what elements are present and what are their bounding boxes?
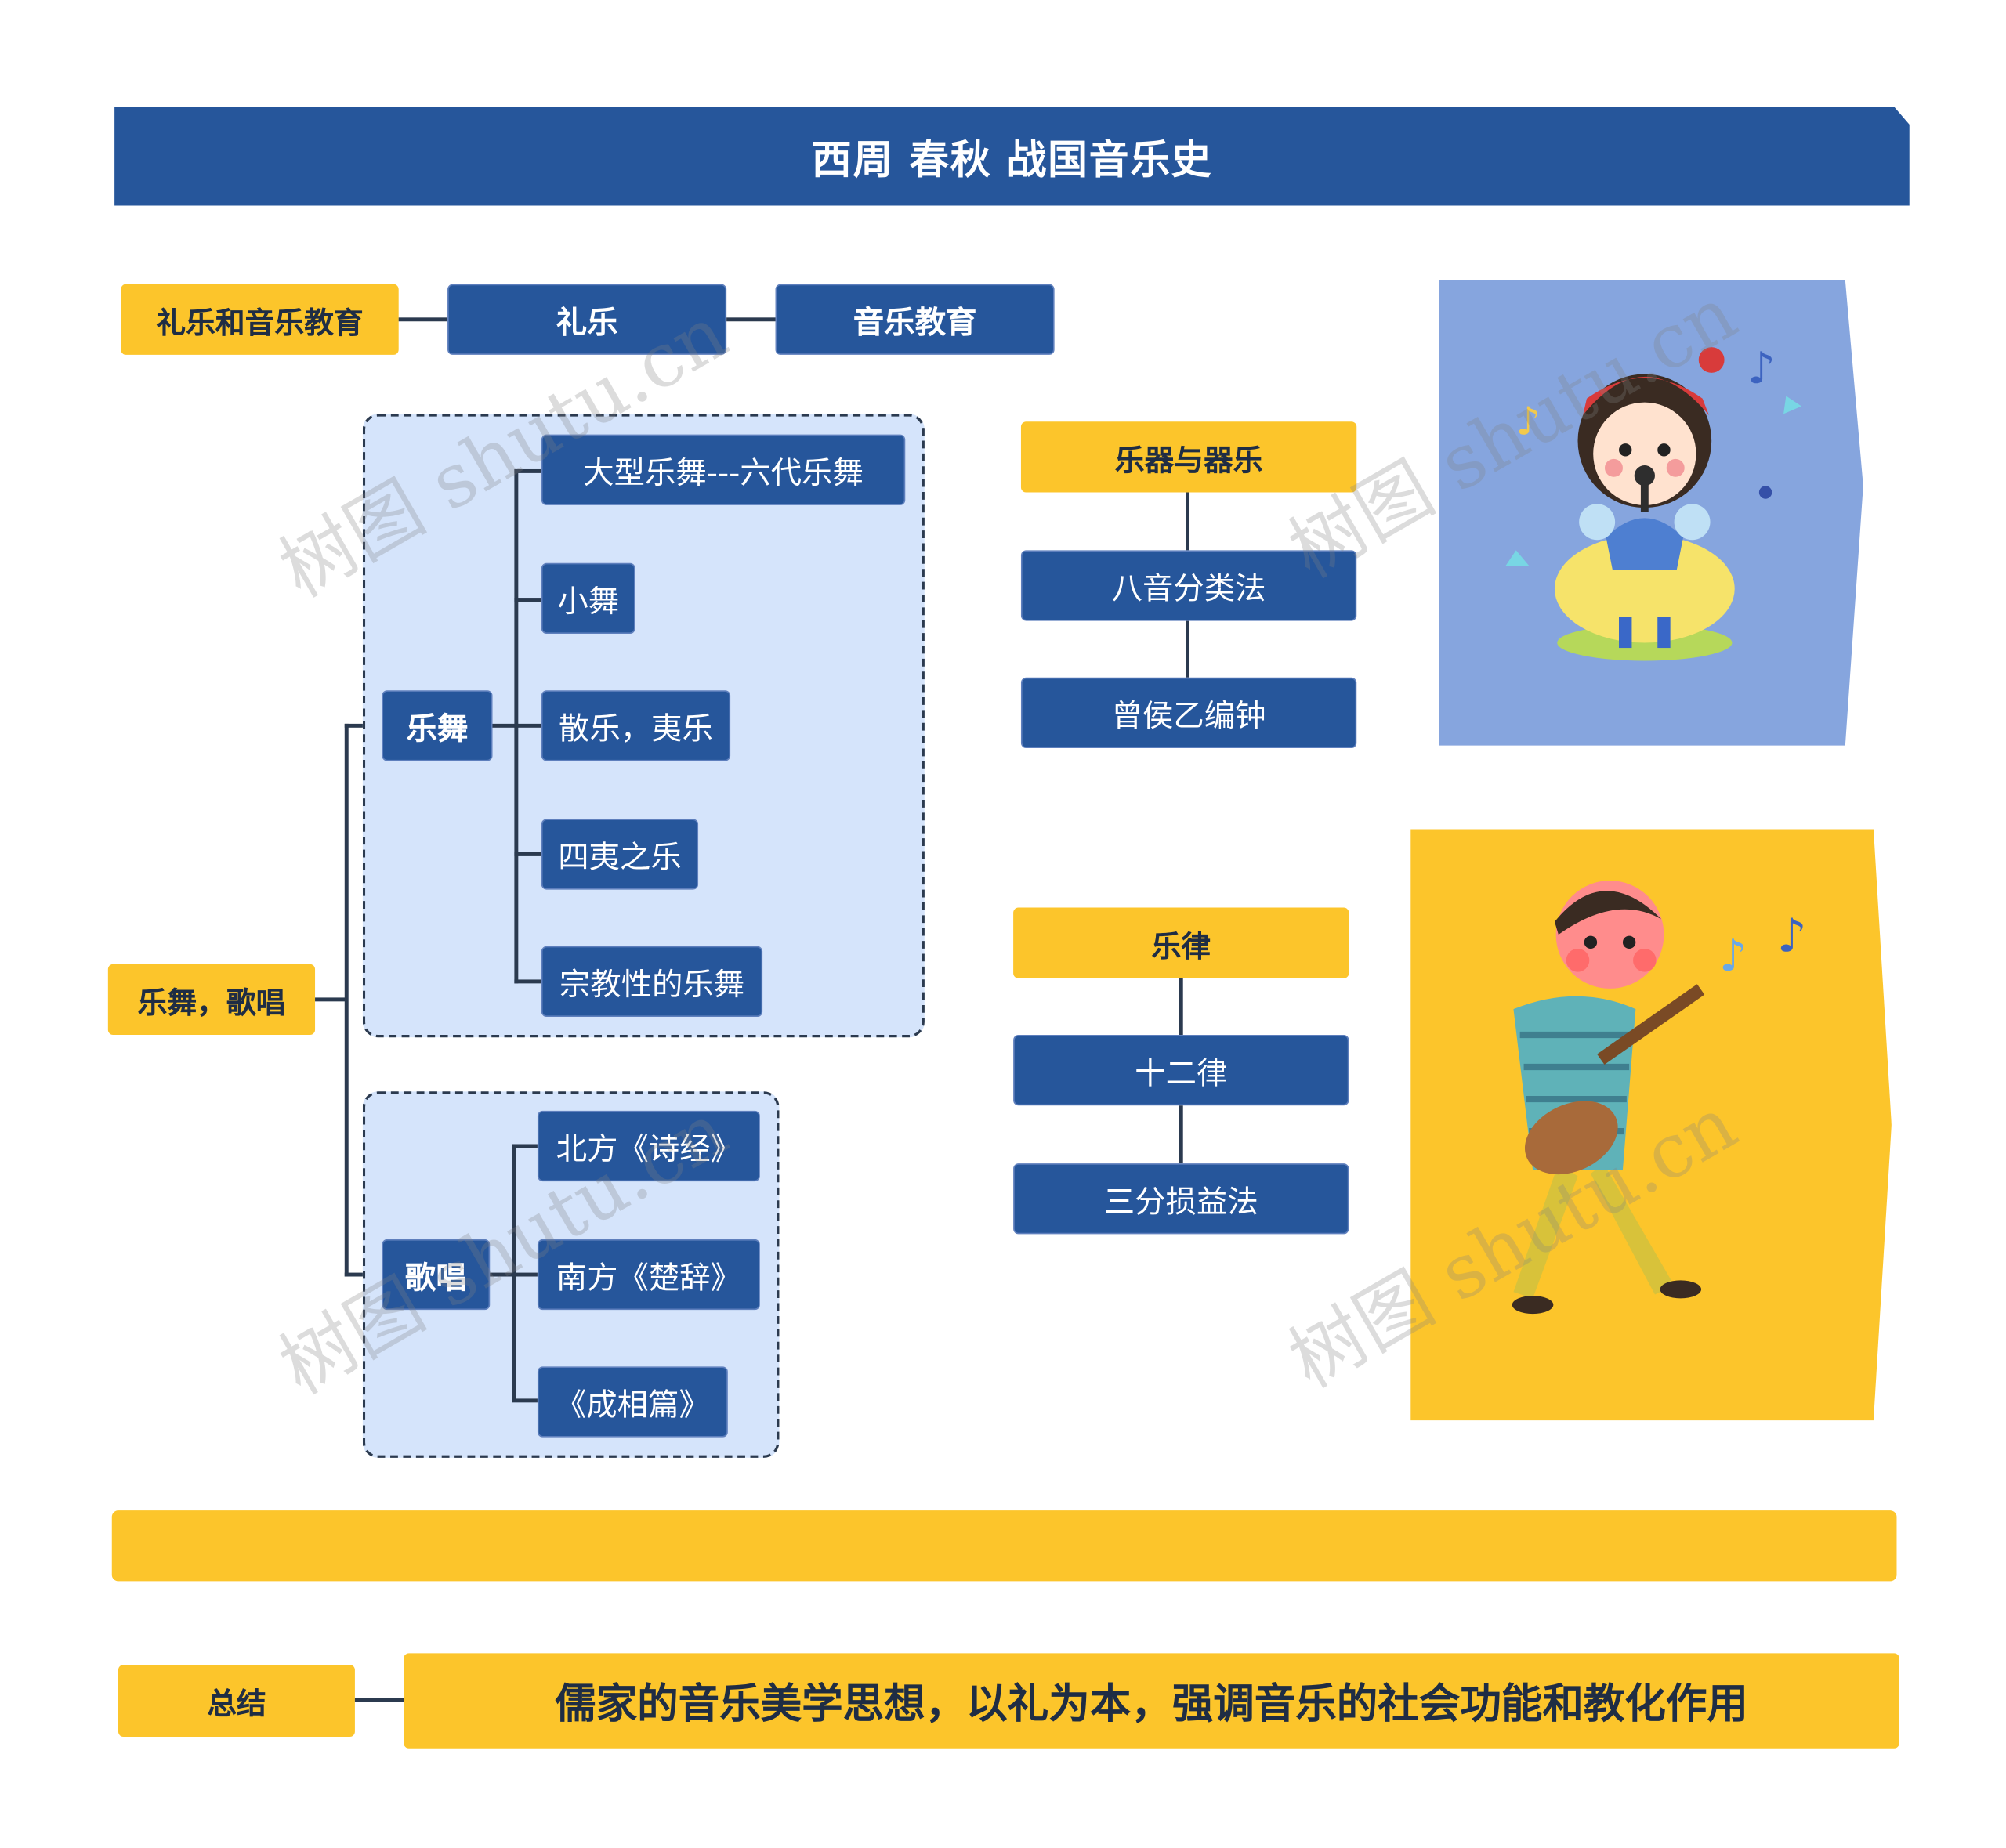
topic-summary[interactable]: 总结 [118,1665,355,1737]
song-item[interactable]: 南方《楚辞》 [537,1239,760,1311]
connector [514,598,541,602]
dance-item[interactable]: 四夷之乐 [541,819,699,890]
connector [514,468,541,473]
connector [490,1272,516,1277]
svg-text:♪: ♪ [1719,931,1747,982]
summary-text[interactable]: 儒家的音乐美学思想，以礼为本，强调音乐的社会功能和教化作用 [404,1653,1899,1749]
svg-text:♪: ♪ [1777,908,1807,962]
song-item[interactable]: 《成相篇》 [537,1366,728,1438]
dance-item[interactable]: 小舞 [541,562,635,635]
topic-ritual-education[interactable]: 礼乐和音乐教育 [121,284,399,355]
node-dance[interactable]: 乐舞 [382,690,493,761]
connector [512,1272,538,1277]
node-ritual-music[interactable]: 礼乐 [447,284,727,355]
topic-temperament[interactable]: 乐律 [1013,907,1349,978]
svg-text:♪: ♪ [1516,399,1541,444]
connector [1186,492,1189,551]
topic-instruments[interactable]: 乐器与器乐 [1020,421,1357,493]
dance-item[interactable]: 宗教性的乐舞 [541,946,763,1018]
dance-item[interactable]: 大型乐舞---六代乐舞 [541,434,906,505]
node-song[interactable]: 歌唱 [382,1239,491,1311]
connector [512,1144,516,1401]
connector [398,317,448,322]
connector [315,997,348,1002]
connector [512,1144,538,1148]
instrument-item[interactable]: 曾侯乙编钟 [1020,677,1357,749]
page-title: 西周 春秋 战国音乐史 [114,107,1910,206]
node-music-education[interactable]: 音乐教育 [775,284,1055,355]
dance-item[interactable]: 散乐，夷乐 [541,690,731,761]
connector [726,317,776,322]
connector [492,723,519,728]
connector [1179,978,1183,1036]
connector [514,979,541,984]
instrument-item[interactable]: 八音分类法 [1020,550,1357,621]
connector [344,723,349,1277]
connector [1179,1105,1183,1164]
connector [354,1698,404,1702]
connector [514,723,541,728]
temperament-item[interactable]: 三分损益法 [1013,1163,1349,1235]
connector [1186,620,1189,678]
svg-text:♪: ♪ [1747,343,1776,394]
divider-band [111,1510,1897,1582]
connector [512,1398,538,1403]
connector [514,852,541,856]
girl-singer-illustration: ♪ ♪ [1439,280,1863,746]
song-item[interactable]: 北方《诗经》 [537,1110,760,1182]
topic-dance-song[interactable]: 乐舞，歌唱 [107,964,316,1036]
guitar-player-illustration: ♪ ♪ [1410,829,1892,1421]
temperament-item[interactable]: 十二律 [1013,1035,1349,1106]
